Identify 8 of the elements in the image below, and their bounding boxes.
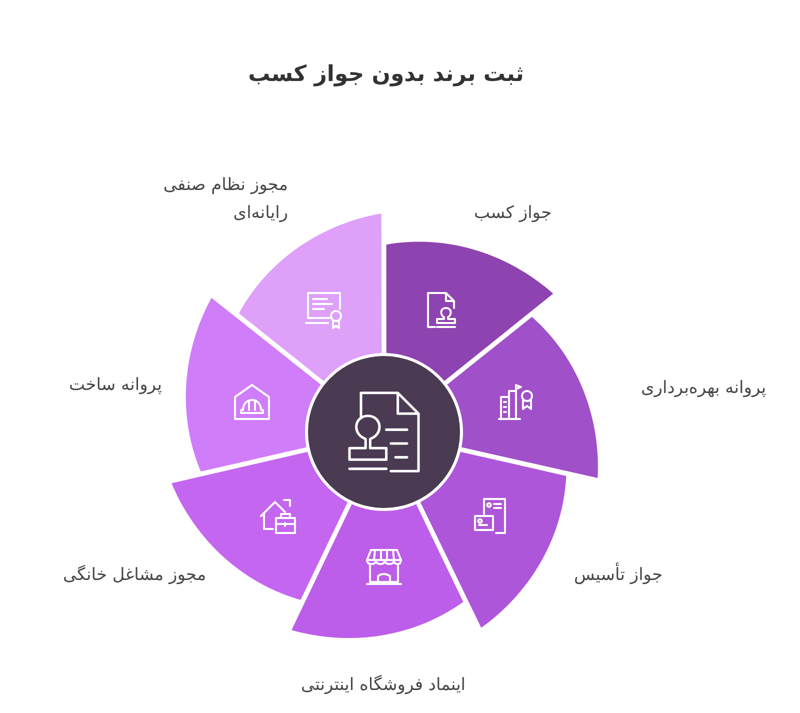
segment-label: پروانه بهره‌برداری <box>641 377 766 400</box>
segment-label: مجوز مشاغل خانگی <box>63 564 206 587</box>
segment-label: مجوز نظام صنفی رایانه‌ای <box>162 174 288 225</box>
segment-label: اینماد فروشگاه اینترنتی <box>301 674 466 697</box>
segment-label: جواز تأسیس <box>574 561 663 589</box>
segment-label: جواز کسب <box>474 202 552 225</box>
diagram-title: ثبت برند بدون جواز کسب <box>248 62 524 87</box>
segment-label: پروانه ساخت <box>69 374 162 397</box>
